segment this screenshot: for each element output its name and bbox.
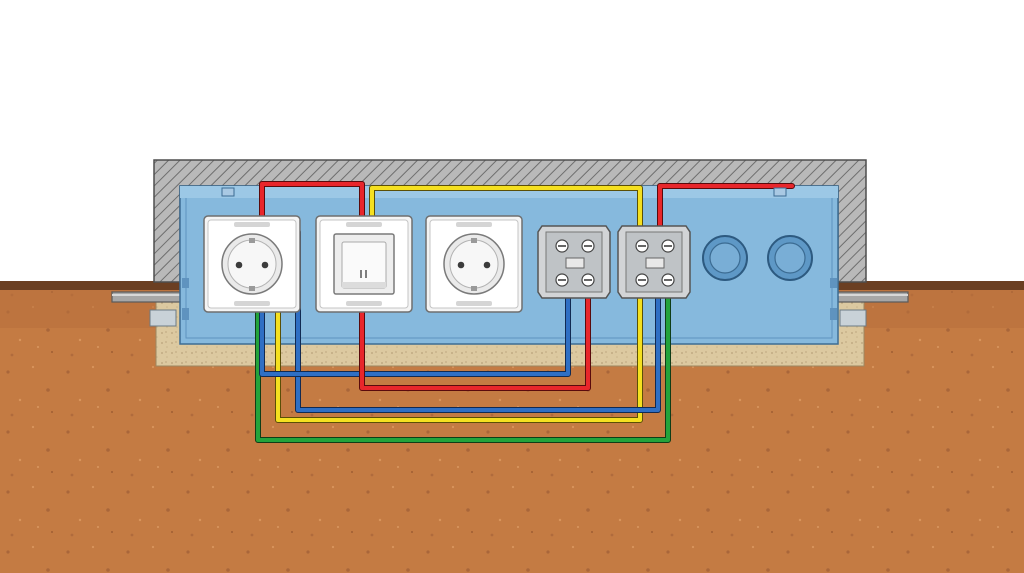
components bbox=[203, 187, 813, 313]
schuko-socket-icon bbox=[425, 215, 523, 313]
fixing-lug bbox=[830, 308, 837, 320]
conduit-right bbox=[837, 291, 909, 303]
knockout-hole-icon bbox=[702, 235, 748, 281]
cable-clip bbox=[773, 187, 787, 197]
fixing-lug bbox=[830, 278, 837, 288]
wires bbox=[255, 181, 795, 443]
fixing-lug bbox=[182, 278, 189, 288]
cable-clip bbox=[221, 187, 235, 197]
conduit-left bbox=[111, 291, 185, 303]
terminal-block-icon bbox=[617, 225, 691, 299]
seal-left bbox=[149, 309, 177, 327]
rocker-switch-icon bbox=[315, 215, 413, 313]
side-conduits bbox=[111, 291, 909, 327]
knockout-hole-icon bbox=[767, 235, 813, 281]
seal-right bbox=[839, 309, 867, 327]
schuko-socket-icon bbox=[203, 215, 301, 313]
fixing-lug bbox=[182, 308, 189, 320]
terminal-block-icon bbox=[537, 225, 611, 299]
